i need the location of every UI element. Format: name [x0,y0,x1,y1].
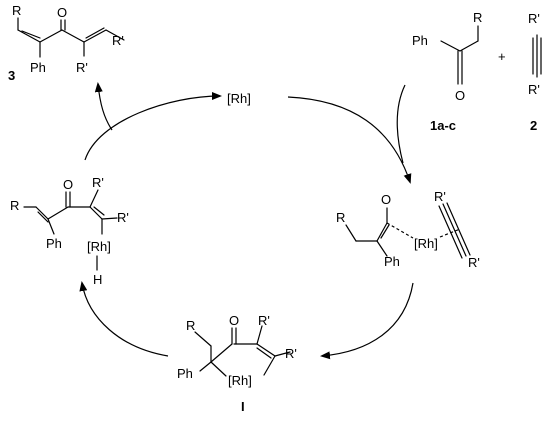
arrow-complex-to-intermediate [320,282,414,360]
hydride-rh: [Rh] [87,239,111,254]
reagent-2-number: 2 [530,118,537,133]
product-3-ph: Ph [30,60,46,75]
intermediate-r-prime-right: R' [285,346,297,361]
intermediate-I: R O R' Ph [Rh] R' I [177,313,297,414]
reagent-1-r: R [473,10,482,25]
intermediate-r: R [186,318,195,333]
reagent-1a-c: Ph R O 1a-c [412,10,482,133]
rh-alkyne-complex: R O [Rh] Ph R' R' [336,189,480,270]
hydride-r-prime-right: R' [117,210,129,225]
reagent-2: R' R' 2 [528,11,542,133]
hydride-r-prime-top: R' [92,175,104,190]
hydride-oxygen: O [63,177,73,192]
arrow-hydride-to-catalyst [84,92,222,161]
product-3-r: R [12,3,21,18]
complex-rh: [Rh] [414,236,438,251]
complex-r-prime-bottom: R' [468,255,480,270]
product-3-number: 3 [8,68,15,83]
complex-oxygen: O [381,192,391,207]
intermediate-r-prime-top: R' [258,313,270,328]
reagent-1-ph: Ph [412,33,428,48]
hydride-h: H [93,272,102,287]
cycle-arrows [79,82,414,360]
arrow-product-release [94,82,113,131]
intermediate-ph: Ph [177,366,193,381]
intermediate-rh: [Rh] [228,373,252,388]
product-3: R O R' Ph R' 3 [8,3,125,83]
hydride-r: R [10,198,19,213]
product-3-r-prime-low: R' [76,60,88,75]
reagent-2-r-prime-bottom: R' [528,82,540,97]
product-3-oxygen: O [57,5,67,20]
arrow-intermediate-to-hydride [79,281,169,357]
complex-ph: Ph [384,254,400,269]
plus-sign: + [498,49,506,64]
product-3-r-prime-right: R' [112,33,124,48]
rh-hydride-intermediate: R O R' R' Ph [Rh] H [10,175,129,287]
catalyst-rh: [Rh] [227,91,251,106]
reagent-1-number: 1a-c [430,118,456,133]
reagent-2-r-prime-top: R' [528,11,540,26]
intermediate-oxygen: O [229,313,239,328]
intermediate-number: I [241,399,245,414]
complex-r-prime-top: R' [434,189,446,204]
arrow-reagents-in [396,84,406,164]
reagent-1-oxygen: O [455,88,465,103]
complex-r: R [336,210,345,225]
hydride-ph: Ph [46,236,62,251]
arrow-catalyst-to-complex [287,96,412,184]
